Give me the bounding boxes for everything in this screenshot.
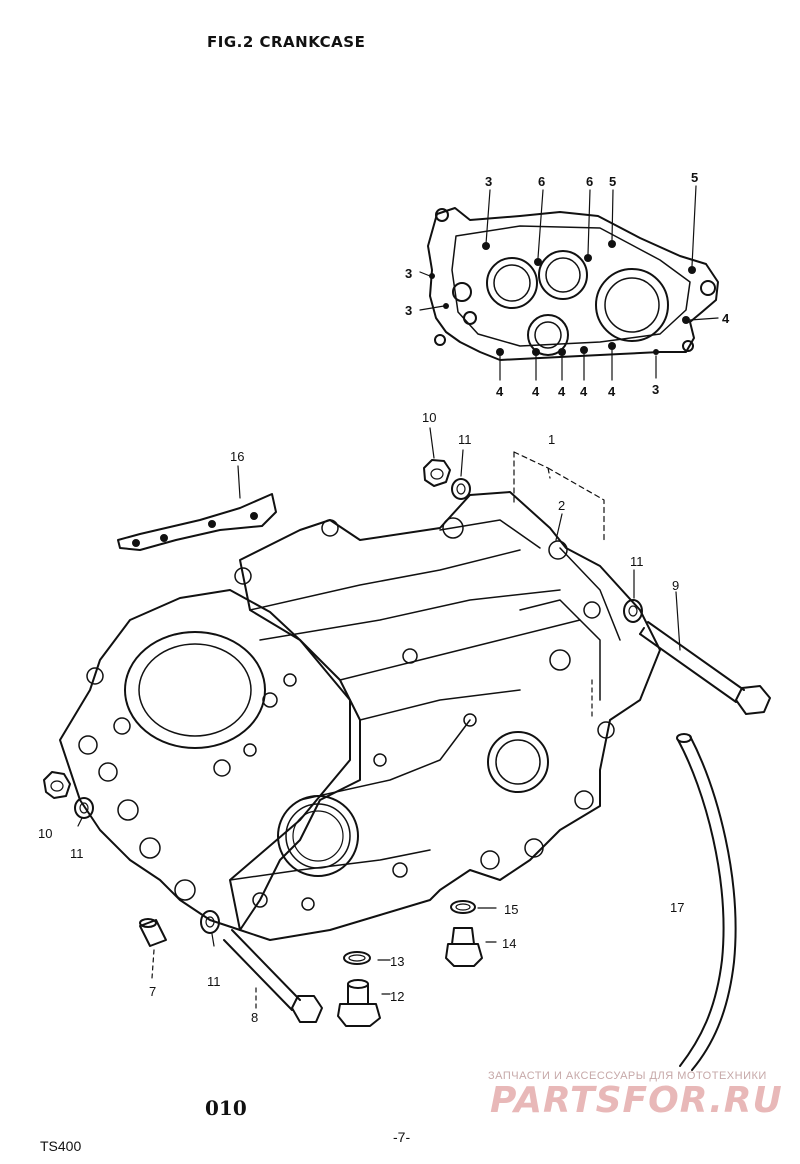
callout-11-right: 11	[630, 554, 644, 569]
inset-callout: 6	[538, 174, 545, 189]
breather-hose-part-17	[676, 733, 737, 1071]
callout-7: 7	[149, 984, 156, 999]
bolt-bosses	[78, 517, 615, 911]
inset-callout: 6	[586, 174, 593, 189]
washer-part-11-left	[74, 797, 94, 819]
inset-case-view	[419, 185, 719, 381]
bracket-part-16	[117, 493, 277, 551]
callout-1: 1	[548, 432, 555, 447]
inset-callout: 4	[608, 384, 616, 399]
inset-bore-middle	[538, 250, 588, 300]
figure-title: FIG.2 CRANKCASE	[207, 33, 366, 51]
inset-callout: 4	[496, 384, 504, 399]
crankcase-halves	[59, 491, 661, 941]
callout-17: 17	[670, 900, 684, 915]
callout-12: 12	[390, 989, 404, 1004]
inset-callout: 5	[691, 170, 698, 185]
left-case-half	[59, 589, 361, 931]
callout-9: 9	[672, 578, 679, 593]
inset-callout: 4	[532, 384, 540, 399]
callout-8: 8	[251, 1010, 258, 1025]
bolt-part-9	[639, 621, 771, 715]
inset-bore-left	[486, 257, 538, 309]
washer-part-11-bottom	[200, 910, 220, 934]
leader-lines	[77, 427, 681, 1011]
callout-10-left: 10	[38, 826, 52, 841]
callout-16: 16	[230, 449, 244, 464]
dowel-part-7	[139, 918, 167, 947]
inset-callout: 3	[405, 303, 412, 318]
callout-15: 15	[504, 902, 518, 917]
gasket-part-13	[343, 951, 371, 965]
bolt-part-8	[223, 929, 323, 1023]
inset-callout: 3	[485, 174, 492, 189]
callout-11-top: 11	[458, 432, 472, 447]
callout-labels: 3 6 6 5 5 3 3 4 4 4 4 4 4 3 1 2 7 8 9 10…	[38, 170, 730, 1025]
watermark-subtitle: ЗАПЧАСТИ И АКСЕССУАРЫ ДЛЯ МОТОТЕХНИКИ	[488, 1070, 767, 1082]
callout-13: 13	[390, 954, 404, 969]
callout-11-left: 11	[70, 846, 84, 861]
callout-11-bottom: 11	[207, 974, 221, 989]
callout-2: 2	[558, 498, 565, 513]
transmission-bearing-bore	[487, 731, 549, 793]
washer-part-11-right	[623, 599, 643, 623]
plug-part-14	[445, 927, 483, 967]
callout-10-top: 10	[422, 410, 436, 425]
inset-callout: 4	[580, 384, 588, 399]
gasket-part-15	[450, 900, 476, 914]
watermark-brand: PARTSFOR.RU	[490, 1080, 783, 1121]
page-number: -7-	[393, 1129, 411, 1145]
inset-bolt-holes	[429, 240, 696, 356]
inset-callout: 3	[652, 382, 659, 397]
inset-callout: 5	[609, 174, 616, 189]
inset-bore-lower	[527, 314, 569, 356]
inset-inner-wall	[451, 225, 691, 347]
plug-part-12	[337, 979, 381, 1027]
inset-callout: 4	[558, 384, 566, 399]
cylinder-bore-opening	[124, 631, 266, 749]
inset-leaders	[419, 185, 719, 381]
inset-callout: 3	[405, 266, 412, 281]
inset-case-outline	[427, 207, 719, 361]
inset-callout: 4	[722, 311, 730, 326]
washer-part-11-top	[451, 478, 471, 500]
right-case-half	[229, 491, 661, 941]
nut-part-10-left	[43, 771, 71, 799]
inset-bore-crank	[595, 268, 669, 342]
page-code: 010	[205, 1096, 247, 1120]
callout-14: 14	[502, 936, 516, 951]
nut-part-10-top	[423, 459, 451, 487]
model-label: TS400	[40, 1138, 82, 1154]
